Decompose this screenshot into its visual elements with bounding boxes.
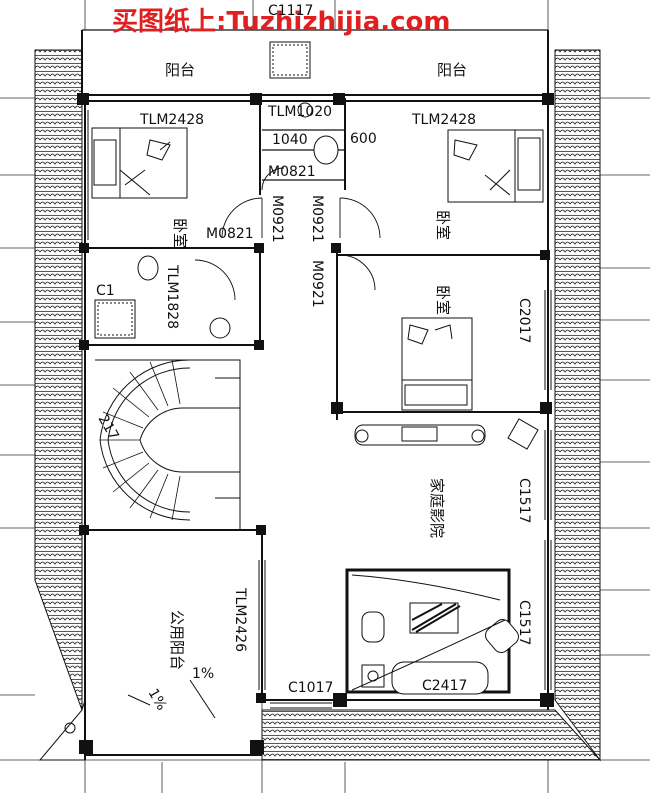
roof-tiles: [34, 49, 602, 762]
label-slope-2: 1%: [192, 666, 214, 682]
label-m0821-top: M0821: [268, 164, 316, 180]
bathroom-fixtures: [94, 41, 339, 339]
columns: [77, 93, 554, 754]
label-tlm1828: TLM1828: [164, 264, 180, 329]
label-c1017: C1017: [288, 680, 333, 696]
room-bedroom-middle: 卧室: [434, 285, 452, 315]
label-c1117: C1117: [268, 3, 313, 19]
windows: [81, 110, 552, 709]
label-c1517-a: C1517: [516, 478, 532, 523]
room-bedroom-right: 卧室: [434, 210, 452, 240]
label-c2417: C2417: [422, 678, 467, 694]
label-m0921-c: M0921: [309, 260, 325, 308]
label-m0921-a: M0921: [269, 195, 285, 243]
bed-left: [91, 127, 188, 199]
label-tlm2428-right: TLM2428: [411, 112, 476, 128]
label-tlm1020: TLM1020: [267, 104, 332, 120]
bed-middle: [401, 317, 473, 411]
door-swings: [194, 167, 381, 301]
theater-furniture: [345, 418, 539, 695]
watermark: 买图纸上:Tuzhizhijia.com: [112, 6, 451, 37]
label-c1517-b: C1517: [516, 600, 532, 645]
room-bedroom-left: 卧室: [171, 218, 189, 248]
slope-arrows: [127, 679, 216, 719]
label-tlm2426: TLM2426: [232, 587, 248, 652]
bed-right: [447, 129, 544, 203]
label-tlm2428-left: TLM2428: [139, 112, 204, 128]
label-m0821-mid: M0821: [206, 226, 254, 242]
label-c1-left: C1: [96, 283, 115, 299]
room-home-theater: 家庭影院: [428, 478, 446, 538]
staircase: [95, 359, 241, 530]
label-1040: 1040: [272, 132, 308, 148]
label-600: 600: [350, 131, 377, 147]
room-balcony-left: 阳台: [165, 61, 195, 79]
drain-icon: [64, 722, 76, 734]
room-public-balcony: 公用阳台: [168, 610, 186, 670]
walls: [81, 29, 551, 760]
room-balcony-right: 阳台: [437, 61, 467, 79]
label-217: 217: [95, 412, 122, 443]
label-c2017: C2017: [516, 298, 532, 343]
label-slope-1: 1%: [145, 686, 170, 713]
label-m0921-b: M0921: [309, 195, 325, 243]
